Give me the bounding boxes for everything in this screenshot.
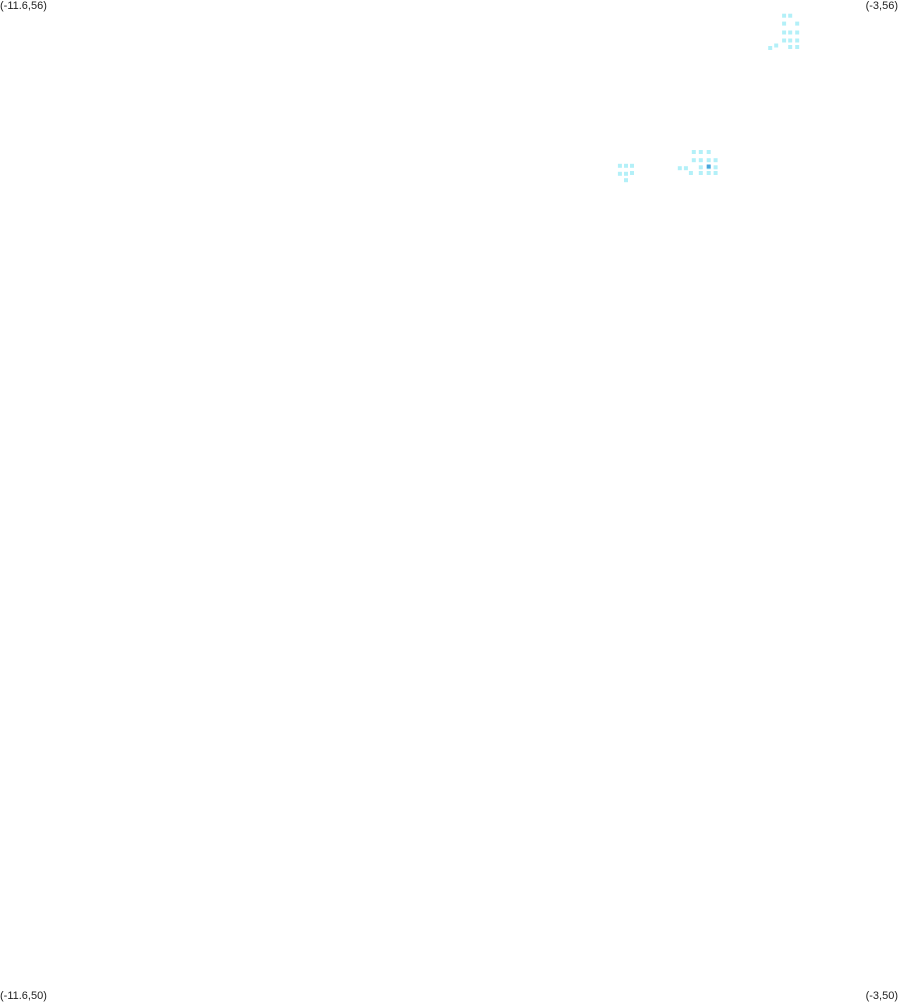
grid-cell (706, 158, 711, 163)
grid-cell (782, 21, 787, 26)
corner-label-bottom-left: (-11.6,50) (0, 990, 47, 1002)
grid-cell (698, 165, 703, 170)
grid-cell (788, 13, 793, 18)
grid-cell (788, 45, 793, 49)
grid-cell (624, 171, 628, 176)
grid-cell (677, 166, 682, 171)
grid-cell (688, 171, 693, 175)
grid-cell (774, 43, 779, 48)
grid-cell (768, 46, 773, 50)
grid-cell (683, 166, 688, 171)
corner-label-top-left: (-11.6,56) (0, 0, 47, 12)
grid-cell (617, 171, 622, 176)
grid-cell (782, 38, 787, 43)
grid-cell (795, 30, 800, 35)
grid-cell (713, 171, 718, 175)
grid-cell (713, 158, 718, 163)
grid-cells (617, 13, 800, 183)
grid-cell (706, 171, 711, 175)
grid-cell (630, 171, 634, 175)
corner-label-bottom-right: (-3,50) (865, 990, 898, 1002)
grid-cell (782, 30, 787, 35)
grid-cell (706, 150, 711, 154)
grid-cell (691, 158, 696, 163)
grid-cell (698, 171, 703, 175)
grid-cell-highlight (706, 164, 711, 169)
grid-cell (617, 163, 622, 168)
grid-cell (795, 21, 800, 26)
grid-cell (795, 38, 800, 43)
grid-cell (698, 158, 703, 163)
grid-cell (698, 150, 703, 154)
grid-cell (630, 163, 634, 168)
grid-cell (782, 13, 787, 18)
corner-label-top-right: (-3,56) (865, 0, 898, 12)
grid-cell (788, 38, 793, 43)
grid-cell (624, 163, 628, 168)
grid-cell (713, 165, 718, 170)
grid-cell (788, 30, 793, 35)
grid-cell (624, 178, 628, 183)
grid-cell (691, 150, 696, 154)
grid-cell (795, 45, 800, 49)
